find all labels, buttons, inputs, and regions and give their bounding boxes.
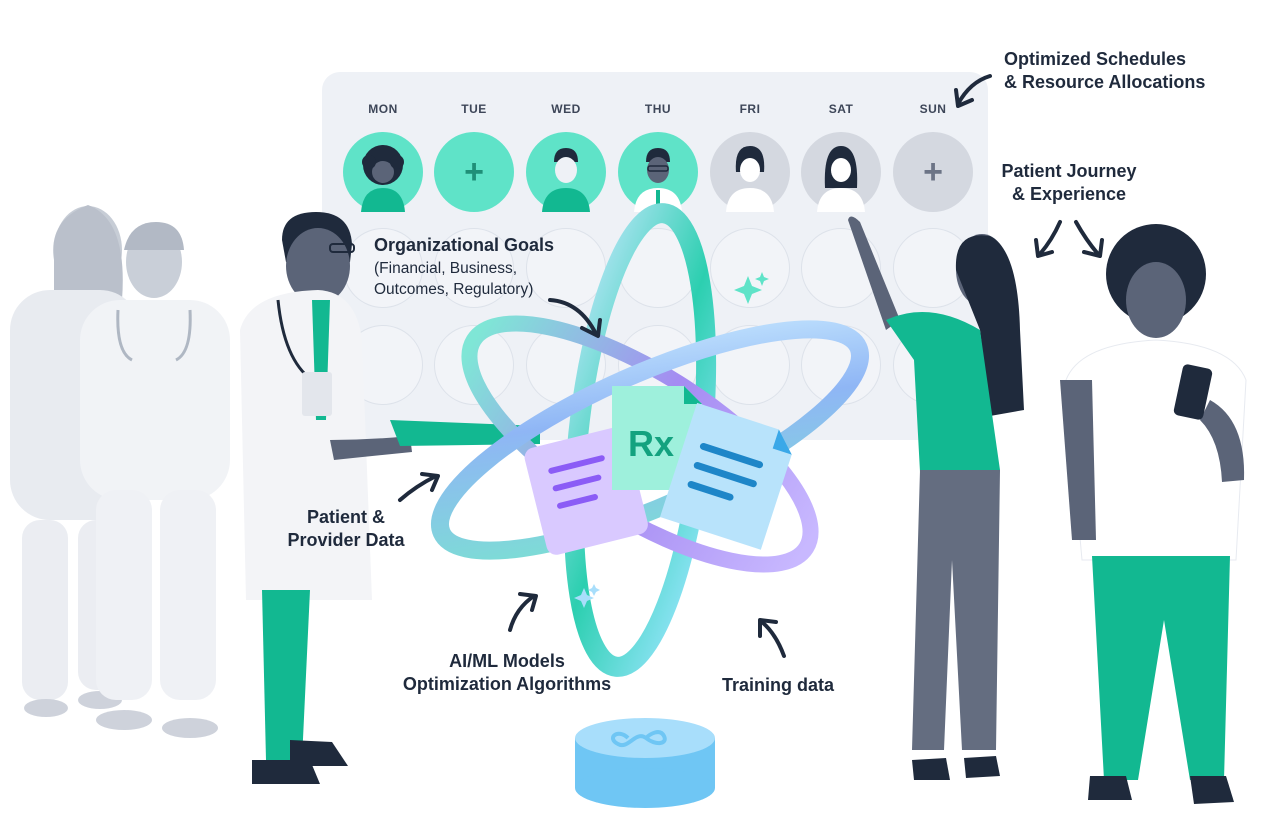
provider-avatar-icon	[542, 148, 590, 212]
arrow-icon	[398, 74, 1104, 658]
day-label-thu: THU	[644, 102, 672, 116]
day-label-sun: SUN	[919, 102, 947, 116]
provider-avatar-icon	[361, 145, 405, 212]
phone-icon	[1173, 364, 1213, 420]
patient-man-figure	[1060, 224, 1247, 804]
provider-avatar-icon	[726, 146, 774, 212]
slot-wed-provider	[526, 132, 606, 212]
doctor-figure	[240, 212, 412, 784]
slot-mon-provider	[343, 132, 423, 212]
day-label-wed: WED	[551, 102, 581, 116]
slot-sun-add[interactable]: +	[893, 132, 973, 212]
day-label-fri: FRI	[739, 102, 761, 116]
day-label-mon: MON	[368, 102, 398, 116]
optimized-schedules-label: Optimized Schedules & Resource Allocatio…	[1004, 49, 1206, 92]
rx-text: Rx	[628, 423, 674, 464]
slot-fri-provider	[710, 132, 790, 212]
slot-empty	[526, 228, 606, 308]
slot-thu-provider	[618, 132, 698, 212]
slot-empty	[343, 228, 423, 308]
plus-icon: +	[464, 153, 484, 191]
day-label-sat: SAT	[828, 102, 854, 116]
plus-icon: +	[923, 153, 943, 191]
slot-empty	[434, 228, 514, 308]
day-label-tue: TUE	[461, 102, 487, 116]
provider-avatar-icon	[817, 146, 865, 212]
ai-ml-models-label: AI/ML Models Optimization Algorithms	[402, 651, 612, 694]
infinity-icon	[611, 730, 667, 748]
patient-woman-figure	[848, 216, 1024, 780]
slot-sat-provider	[801, 132, 881, 212]
slot-tue-add[interactable]: +	[434, 132, 514, 212]
patient-journey-label: Patient Journey & Experience	[1001, 161, 1137, 204]
sparkle-icon	[574, 584, 600, 608]
org-goals-detail: (Financial, Business, Outcomes, Regulato…	[374, 260, 534, 298]
care-team-background-figures	[10, 205, 230, 738]
training-data-platform	[575, 718, 715, 808]
org-goals-title: Organizational Goals	[374, 235, 555, 255]
patient-provider-data-label: Patient & Provider Data	[287, 507, 405, 550]
sparkle-icon	[734, 272, 769, 304]
document-icon	[660, 402, 792, 550]
training-data-label: Training data	[722, 675, 835, 695]
